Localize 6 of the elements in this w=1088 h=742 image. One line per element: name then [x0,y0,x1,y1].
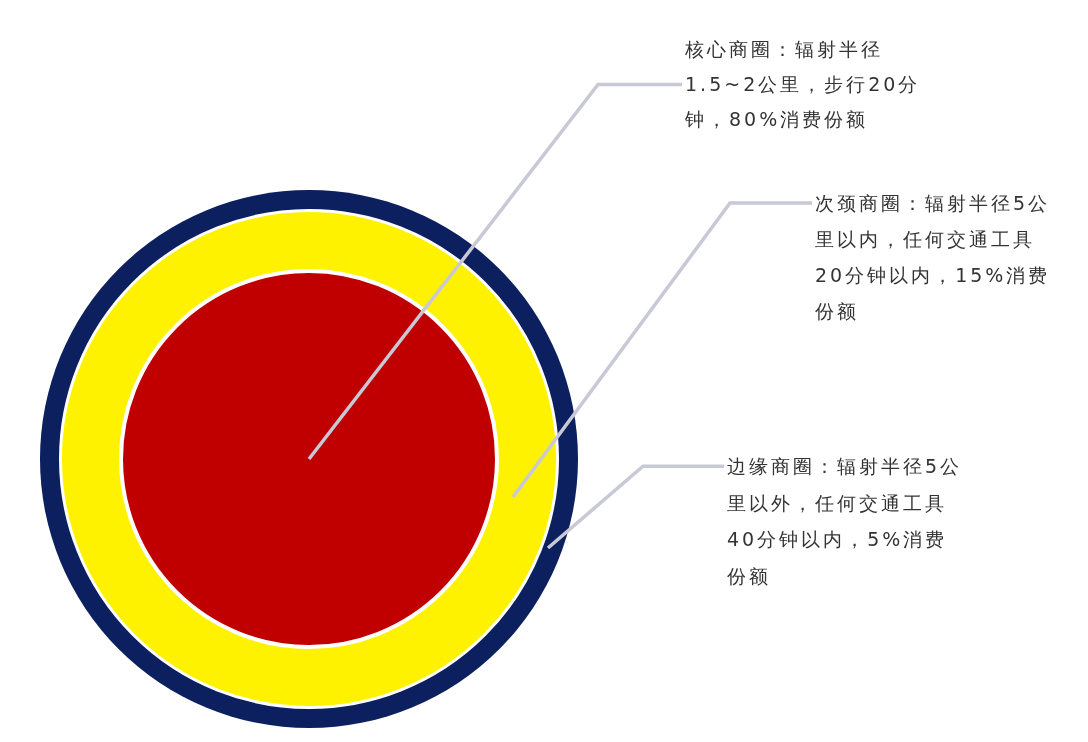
leader-line [511,201,812,499]
leader-line [307,82,682,461]
leader-line [546,464,724,550]
callout-text: 次颈商圈：辐射半径5公里以内，任何交通工具20分钟以内，15%消费份额 [815,185,1057,329]
callout-text: 核心商圈：辐射半径1.5~2公里，步行20分钟，80%消费份额 [685,32,947,137]
callout-text: 边缘商圈：辐射半径5公里以外，任何交通工具40分钟以内，5%消费份额 [727,448,969,594]
